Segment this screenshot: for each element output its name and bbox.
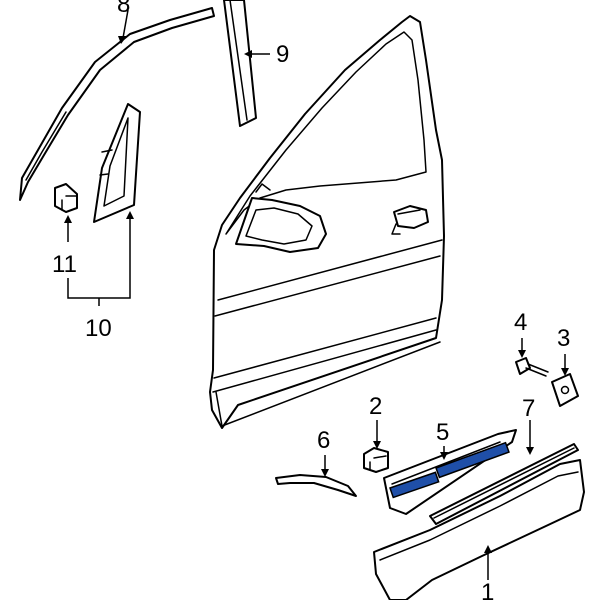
callout-8: 8: [117, 0, 130, 18]
part-7-molding-strip: [429, 443, 579, 525]
callout-3: 3: [557, 325, 570, 352]
leader-lines: [64, 9, 569, 580]
part-11-clip: [54, 183, 78, 213]
callout-10: 10: [85, 315, 112, 342]
callout-7: 7: [522, 395, 535, 422]
callout-2: 2: [369, 393, 382, 420]
part-5-panel: [383, 429, 517, 515]
callout-9: 9: [276, 41, 289, 68]
callout-11: 11: [52, 251, 77, 278]
part-4-bolt: [515, 357, 549, 377]
callout-numbers: 8 9 11 10 4 3 2 5 7 6 1: [52, 0, 570, 600]
highlight-strip-b: [435, 441, 510, 479]
highlight-strip-a: [389, 471, 440, 499]
callout-5: 5: [436, 419, 449, 446]
front-door: [209, 15, 445, 429]
callout-1: 1: [481, 579, 494, 600]
part-3-nut: [551, 373, 579, 407]
part-2-clip: [363, 447, 389, 473]
part-6-molding-strip: [275, 474, 357, 497]
part-8-pillar-molding: [19, 7, 215, 201]
callout-4: 4: [514, 309, 527, 336]
part-1-door-molding: [373, 459, 585, 600]
part-9-pillar-applique: [223, 0, 257, 127]
part-10-sail-trim: [93, 103, 141, 223]
callout-6: 6: [317, 427, 330, 454]
